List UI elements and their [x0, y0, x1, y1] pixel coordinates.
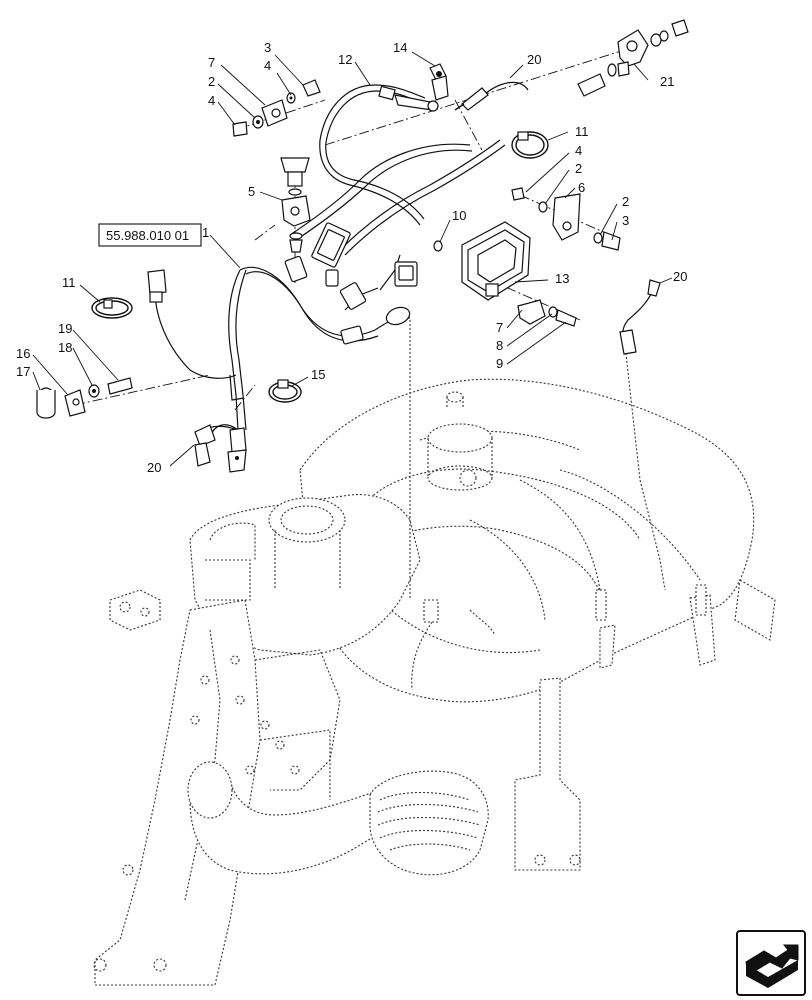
- callout-14: 14: [393, 40, 407, 55]
- callout-20b: 20: [673, 269, 687, 284]
- callout-7b: 7: [496, 320, 503, 335]
- callout-2c: 2: [622, 194, 629, 209]
- callout-4b: 4: [208, 93, 215, 108]
- frame-bracket-left: [94, 599, 261, 986]
- callout-1: 1: [202, 225, 209, 240]
- callout-20a: 20: [527, 52, 541, 67]
- ecu-module-13: [433, 221, 531, 301]
- hose-clamp-11-upper: [511, 131, 549, 159]
- top-right-hardware: [429, 19, 689, 111]
- callout-13: 13: [555, 271, 569, 286]
- callout-17: 17: [16, 364, 30, 379]
- callout-9: 9: [496, 356, 503, 371]
- callout-4c: 4: [575, 143, 582, 158]
- callout-5: 5: [248, 184, 255, 199]
- reference-box[interactable]: 55.988.010 01: [98, 223, 202, 247]
- callout-4a: 4: [264, 58, 271, 73]
- callout-18: 18: [58, 340, 72, 355]
- bolt-19: [107, 377, 133, 395]
- callout-19: 19: [58, 321, 72, 336]
- callout-2b: 2: [575, 161, 582, 176]
- callout-7a: 7: [208, 55, 215, 70]
- left-fitting-cluster: [109, 589, 161, 631]
- callout-12: 12: [338, 52, 352, 67]
- callout-numbers: 3 4 7 2 4 12 14 20 21 11 4 2 6 2 3 5 1 1…: [16, 40, 687, 475]
- tank-body: [299, 378, 755, 703]
- callout-6: 6: [578, 180, 585, 195]
- callout-8: 8: [496, 338, 503, 353]
- callout-21: 21: [660, 74, 674, 89]
- callout-10: 10: [452, 208, 466, 223]
- callout-3b: 3: [622, 213, 629, 228]
- tank-top-cylinder: [427, 423, 493, 453]
- inlet-ring: [268, 497, 346, 543]
- callout-3a: 3: [264, 40, 271, 55]
- sensor-harness-12: [319, 84, 439, 226]
- inlet-housing: [189, 494, 421, 656]
- bracket-6: [552, 193, 581, 241]
- bracket-6-assembly: [511, 187, 621, 251]
- ghost-assembly: [93, 320, 776, 986]
- bumper-mount-parts: [36, 377, 133, 419]
- bracket-5-assembly: [280, 157, 311, 253]
- reference-box-label: 55.988.010 01: [106, 228, 189, 243]
- callout-15: 15: [311, 367, 325, 382]
- harness-connectors: [284, 222, 418, 345]
- support-leg-right: [514, 677, 581, 871]
- clamp-15: [268, 379, 302, 403]
- callout-16: 16: [16, 346, 30, 361]
- callout-11a: 11: [575, 124, 589, 139]
- left-sensor-clamp: [91, 269, 167, 319]
- sensor-20-lower: [194, 424, 247, 473]
- sensor-20-right: [619, 279, 661, 355]
- callout-2a: 2: [208, 74, 215, 89]
- callout-20c: 20: [147, 460, 161, 475]
- bracket-7-8-9: [517, 299, 577, 327]
- top-left-hardware: [232, 79, 321, 137]
- next-page-arrow-icon[interactable]: [736, 930, 806, 996]
- leader-lines: [32, 51, 673, 467]
- callout-11b: 11: [62, 275, 76, 290]
- flex-bellows: [369, 770, 489, 876]
